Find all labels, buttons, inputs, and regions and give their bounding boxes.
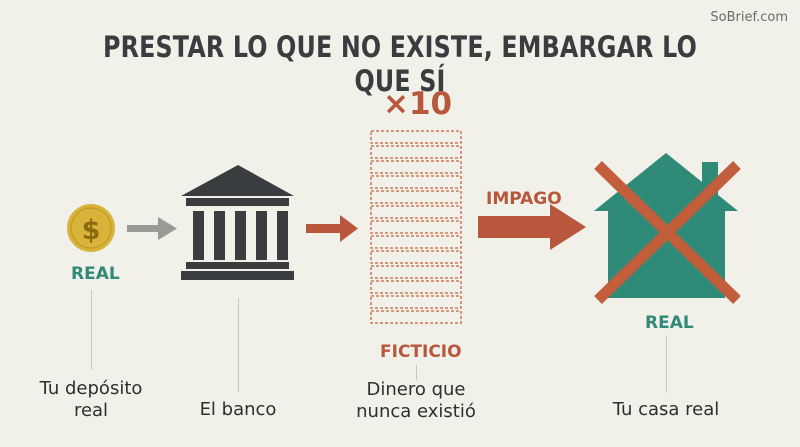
bill-outline [370, 310, 462, 324]
caption-money-line2: nunca existió [356, 401, 476, 422]
connector-line [238, 298, 239, 392]
bill-outline [370, 130, 462, 144]
caption-money: Dinero que nunca existió [340, 379, 492, 423]
coin-symbol: $ [82, 215, 101, 246]
bill-outline [370, 190, 462, 204]
coin-icon: $ [67, 204, 115, 252]
multiplier-label: ×10 [383, 86, 453, 122]
caption-bank: El banco [199, 399, 277, 420]
impago-label: IMPAGO [486, 189, 562, 209]
caption-deposit-line2: real [73, 400, 109, 421]
bill-outline [370, 175, 462, 189]
arrow-bank-to-stack [306, 215, 358, 242]
bill-outline [370, 265, 462, 279]
caption-money-line1: Dinero que [366, 379, 466, 400]
bill-outline [370, 145, 462, 159]
caption-house: Tu casa real [612, 399, 720, 420]
arrow-impago [478, 204, 586, 250]
caption-deposit-line1: Tu depósito [39, 378, 143, 399]
cross-icon [594, 161, 741, 304]
watermark: SoBrief.com [710, 10, 788, 25]
connector-line [91, 290, 92, 370]
bill-outline [370, 280, 462, 294]
arrow-coin-to-bank [127, 217, 177, 240]
bill-outline [370, 220, 462, 234]
stacked-bills-icon [370, 130, 462, 324]
page-title: PRESTAR LO QUE NO EXISTE, EMBARGAR LO QU… [103, 30, 697, 98]
bill-outline [370, 295, 462, 309]
real-label-house: REAL [645, 313, 694, 333]
connector-line [416, 365, 417, 380]
bill-outline [370, 235, 462, 249]
bank-icon [181, 165, 294, 280]
real-label-deposit: REAL [71, 264, 120, 284]
bill-outline [370, 250, 462, 264]
ficticio-label: FICTICIO [380, 342, 462, 362]
caption-deposit: Tu depósito real [20, 378, 162, 422]
bill-outline [370, 160, 462, 174]
connector-line [666, 335, 667, 393]
bill-outline [370, 205, 462, 219]
